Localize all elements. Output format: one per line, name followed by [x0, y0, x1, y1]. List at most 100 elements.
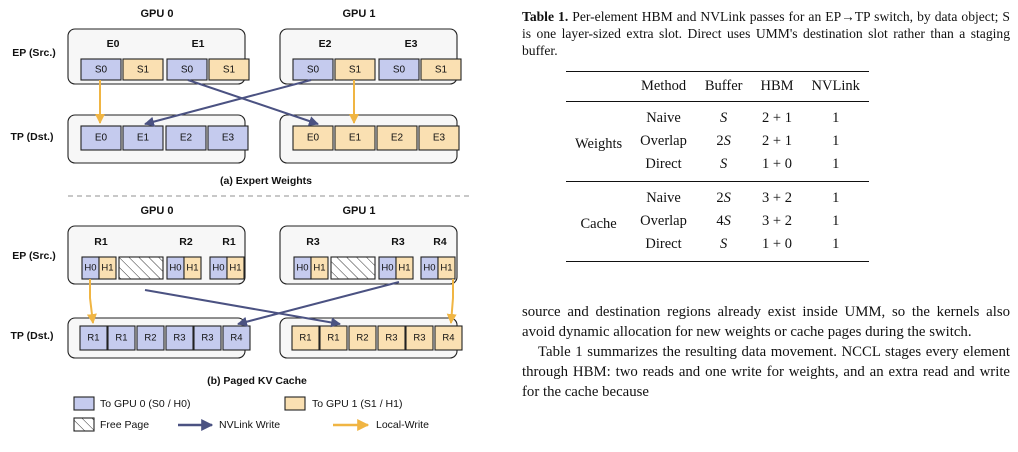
kv-head-label: H1	[313, 263, 325, 274]
weight-src-cell-label: S0	[181, 65, 194, 76]
kv-dst-cell	[377, 325, 406, 351]
gpu-label: GPU 0	[140, 205, 173, 217]
kv-dst-cell-label: R2	[144, 333, 156, 344]
nvlink-write-arrow	[144, 79, 312, 127]
table-row: Overlap 4S 3 + 2 1	[566, 210, 869, 233]
table-group-label: Cache	[580, 215, 617, 232]
weight-dst-cell	[165, 125, 207, 151]
kv-dst-cell-label: R1	[327, 333, 339, 344]
ep-source-label: EP (Src.)	[12, 47, 56, 59]
kv-dst-cell-label: R4	[230, 333, 242, 344]
table-cell-method: Direct	[645, 156, 682, 172]
tp-destination-label: TP (Dst.)	[11, 330, 54, 342]
legend-label-gpu0: To GPU 0 (S0 / H0)	[100, 398, 190, 410]
weight-dst-cell	[418, 125, 460, 151]
table-cell-nvlink: 1	[832, 236, 840, 252]
weight-src-cell	[122, 58, 164, 81]
gpu-label: GPU 1	[342, 8, 375, 20]
kv-dst-cell-label: R3	[385, 333, 397, 344]
kv-head-label: H0	[84, 263, 96, 274]
nvlink-write-arrow	[187, 79, 319, 126]
table-cell-nvlink: 1	[832, 190, 840, 206]
free-page-block	[330, 256, 376, 280]
weight-src-cell-label: S1	[435, 65, 448, 76]
legend-swatch-free-page	[73, 417, 95, 432]
weight-src-cell-label: S0	[393, 65, 406, 76]
gpu-label: GPU 1	[342, 205, 375, 217]
kv-head-label: H0	[296, 263, 308, 274]
request-group-label: R3	[306, 236, 320, 248]
kv-head-label: H1	[229, 263, 241, 274]
kv-dst-cell-label: R3	[413, 333, 425, 344]
weight-dst-cell-label: E1	[349, 133, 362, 144]
table-cell-method: Naive	[646, 110, 681, 126]
kv-head-label: H0	[423, 263, 435, 274]
kv-dst-cell	[165, 325, 194, 351]
table-cell-hbm: 2 + 1	[762, 133, 792, 149]
table-cell-buffer: S	[720, 156, 728, 172]
free-page-block	[118, 256, 164, 280]
legend-label-nvlink: NVLink Write	[219, 419, 280, 431]
table-cell-method: Direct	[645, 236, 682, 252]
table-cell-hbm: 1 + 0	[762, 236, 792, 252]
table-cell-buffer: S	[720, 110, 728, 126]
kv-dst-cell-label: R1	[115, 333, 127, 344]
weight-src-cell	[378, 58, 420, 81]
table-header-method: Method	[640, 78, 687, 94]
weight-dst-cell-label: E1	[137, 133, 150, 144]
weight-dst-cell	[376, 125, 418, 151]
table-group-label: Weights	[575, 135, 623, 152]
kv-dst-cell	[405, 325, 434, 351]
kv-head-cell	[395, 256, 414, 280]
nvlink-write-arrow	[144, 289, 341, 328]
weight-src-cell	[292, 58, 334, 81]
table-cell-buffer: 2S	[716, 190, 731, 206]
kv-head-label: H0	[212, 263, 224, 274]
kv-head-label: H0	[169, 263, 181, 274]
table-header-hbm: HBM	[760, 78, 794, 94]
table-header-buffer: Buffer	[704, 78, 743, 94]
table-row: Direct S 1 + 0 1	[566, 233, 869, 262]
table-cell-method: Overlap	[640, 213, 687, 229]
legend-swatch-gpu1	[284, 396, 306, 411]
weight-src-cell-label: S1	[137, 65, 150, 76]
table-cell-buffer: 4S	[716, 213, 731, 229]
table-cell-buffer: S	[720, 236, 728, 252]
expert-group-label: E0	[107, 38, 120, 50]
legend-label-free-page: Free Page	[100, 419, 149, 431]
table-cell-hbm: 1 + 0	[762, 156, 792, 172]
kv-dst-cell-label: R2	[356, 333, 368, 344]
table-cell-nvlink: 1	[832, 110, 840, 126]
table-header-nvlink: NVLink	[811, 78, 860, 94]
table-row: Weights Naive S 2 + 1 1	[566, 102, 869, 152]
table-cell-hbm: 3 + 2	[762, 190, 792, 206]
kv-head-cell	[310, 256, 329, 280]
request-group-label: R3	[391, 236, 405, 248]
kv-dst-cell	[348, 325, 377, 351]
weight-src-cell-label: S0	[95, 65, 108, 76]
kv-dst-cell-label: R1	[87, 333, 99, 344]
weight-dst-cell	[292, 125, 334, 151]
kv-dst-cell-label: R4	[442, 333, 454, 344]
kv-head-label: H1	[186, 263, 198, 274]
kv-head-label: H1	[101, 263, 113, 274]
kv-dst-cell	[107, 325, 136, 351]
table-cell-hbm: 3 + 2	[762, 213, 792, 229]
expert-group-label: E2	[319, 38, 332, 50]
legend-label-local: Local-Write	[376, 419, 429, 431]
weight-src-cell	[420, 58, 462, 81]
table-cell-nvlink: 1	[832, 213, 840, 229]
table-caption-label: Table 1.	[522, 9, 569, 24]
request-group-label: R1	[94, 236, 108, 248]
weight-dst-cell-label: E2	[391, 133, 404, 144]
kv-dst-cell	[291, 325, 320, 351]
nvlink-write-arrow	[237, 281, 400, 327]
legend-swatch-gpu0	[73, 396, 95, 411]
table-header-group	[566, 72, 631, 102]
kv-dst-cell	[319, 325, 348, 351]
table-header-row: Method Buffer HBM NVLink	[566, 71, 869, 102]
subfigure-caption-kv: (b) Paged KV Cache	[207, 375, 307, 387]
